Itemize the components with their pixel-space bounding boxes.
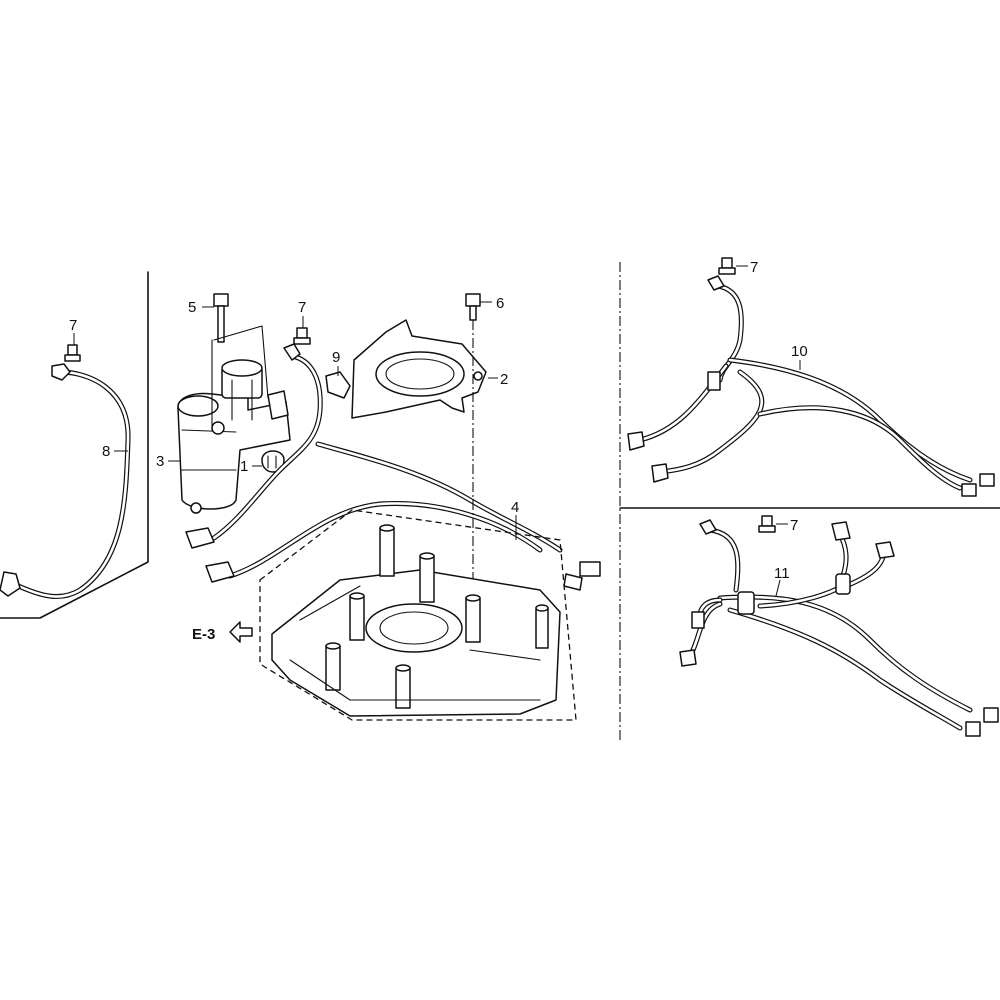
callout-8: 8 <box>102 443 110 460</box>
bolt-7-left <box>64 344 81 362</box>
callout-3: 3 <box>156 453 164 470</box>
grommet-1 <box>261 450 285 473</box>
callout-7-left: 7 <box>69 317 77 334</box>
e3-reference-arrow <box>229 621 253 643</box>
wire-harness-11 <box>679 519 999 737</box>
callout-5: 5 <box>188 299 196 316</box>
bolt-5-bracket-line <box>213 325 269 399</box>
callout-2: 2 <box>500 371 508 388</box>
callout-labels: 7 8 3 5 1 7 9 2 6 4 E-3 7 10 7 11 <box>69 259 808 643</box>
callout-9: 9 <box>332 349 340 366</box>
bolt-5 <box>211 293 229 427</box>
bolt-7-bottom-right <box>758 515 776 533</box>
bolt-6 <box>465 293 481 604</box>
engine-base <box>259 509 577 721</box>
wire-harness-10 <box>627 275 995 497</box>
bolt-7-top-right <box>718 257 736 275</box>
callout-11: 11 <box>774 565 790 582</box>
callout-7-mid: 7 <box>298 299 306 316</box>
callout-7-top-right: 7 <box>750 259 758 276</box>
wire-harness-4 <box>185 343 601 591</box>
bolt-7-mid <box>293 327 311 345</box>
plate-2 <box>351 319 487 419</box>
starter-motor-3 <box>177 359 291 514</box>
callout-1: 1 <box>240 458 248 475</box>
battery-cable-8 <box>0 363 131 599</box>
callout-4: 4 <box>511 499 519 516</box>
callout-7-bottom-right: 7 <box>790 517 798 534</box>
callout-6: 6 <box>496 295 504 312</box>
callout-10: 10 <box>791 343 808 360</box>
panel-separators <box>0 262 1000 742</box>
leader-lines <box>73 265 801 597</box>
reference-e3: E-3 <box>192 626 215 643</box>
